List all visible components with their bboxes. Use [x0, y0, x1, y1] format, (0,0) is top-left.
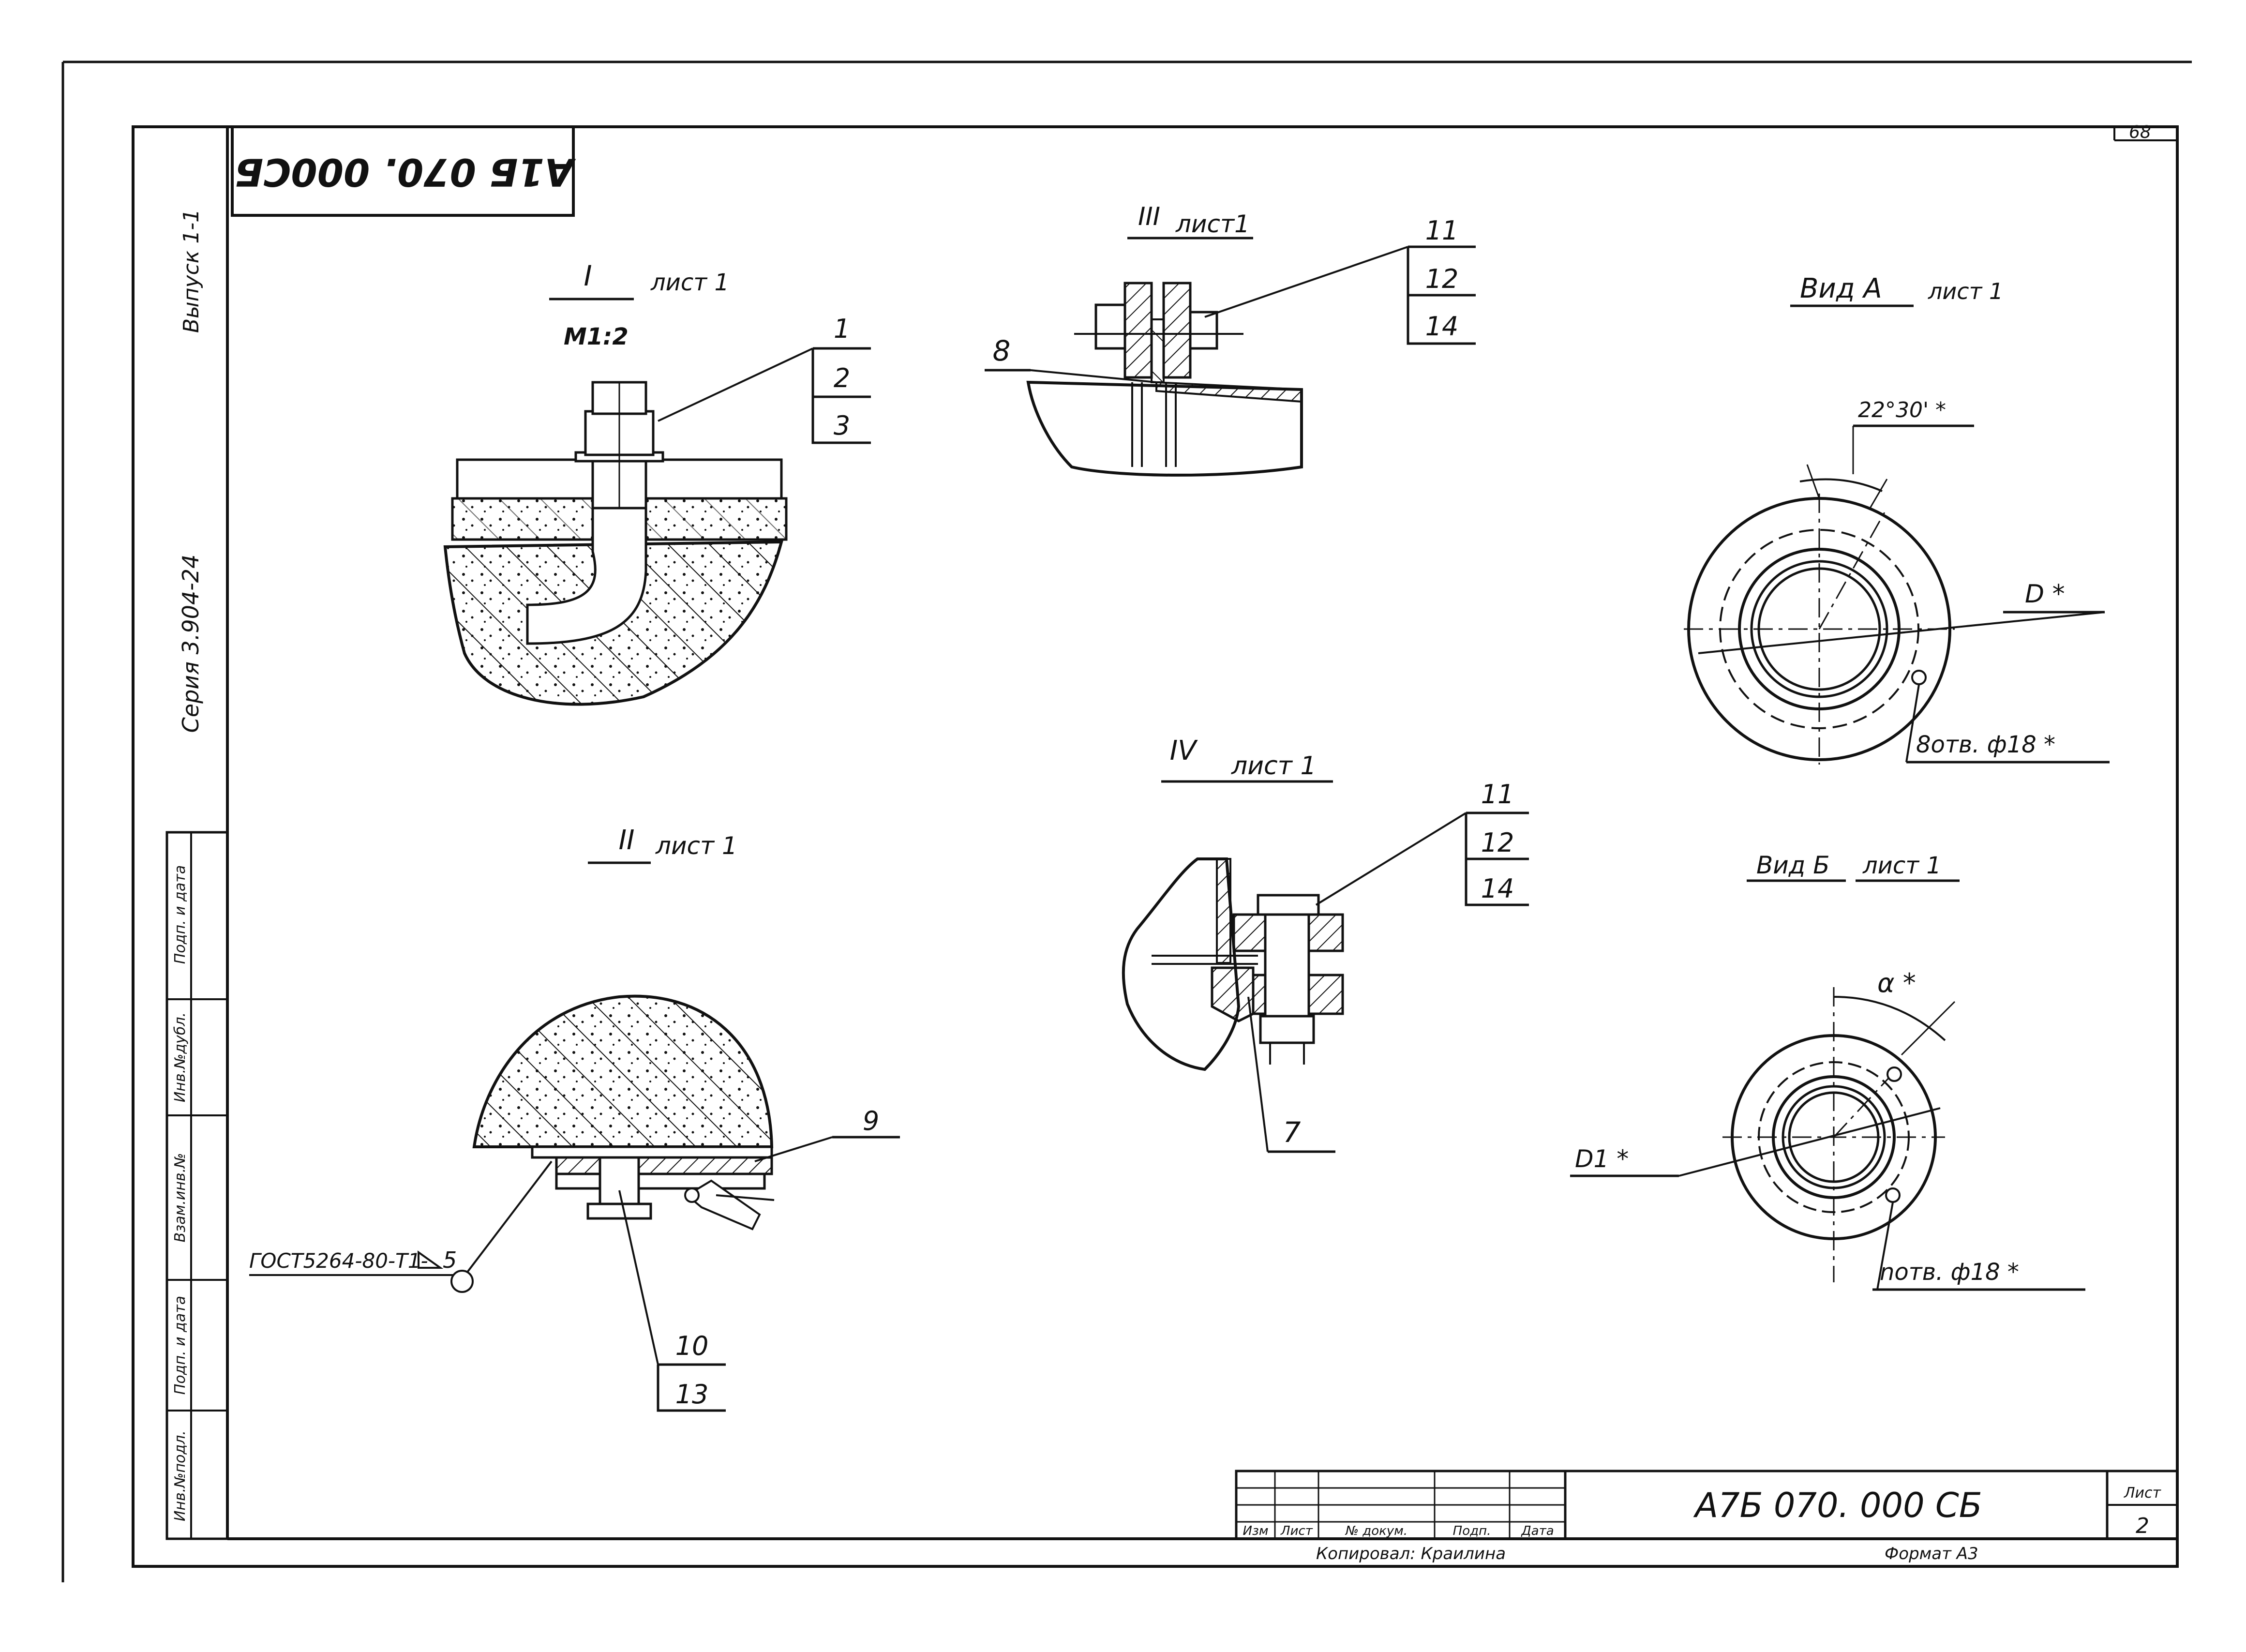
view-2: II лист 1 9 10 13 ГОСТ5264-80-Т1- 5 [249, 825, 900, 1412]
viewA-title: Вид А [1800, 273, 1882, 304]
viewA-holes: 8отв. ф18 * [1916, 731, 2055, 758]
stamp-label-1: Подп. и дата [172, 1296, 189, 1395]
view2-callout-13: 13 [675, 1379, 709, 1410]
top-stamp: А1Б 070. 000СБ [231, 127, 576, 217]
view1-numeral: I [584, 259, 592, 292]
view3-numeral: III [1138, 202, 1160, 231]
view-1: I лист 1 М1:2 1 2 3 [443, 259, 871, 706]
view2-gost: ГОСТ5264-80-Т1- [249, 1249, 428, 1273]
tb-header-doc: № докум. [1345, 1524, 1407, 1538]
view1-scale: М1:2 [564, 323, 629, 350]
stamp-label-2: Взам.инв.№ [172, 1153, 189, 1243]
view1-callout-1: 1 [834, 314, 850, 344]
tb-copied-by: Копировал: Краилина [1316, 1544, 1506, 1563]
view3-callout-8: 8 [993, 334, 1011, 367]
tb-header-podp: Подп. [1453, 1524, 1491, 1538]
view2-callout-9: 9 [863, 1106, 879, 1136]
view1-callout-3: 3 [834, 410, 850, 441]
view1-callout-2: 2 [834, 363, 850, 393]
tb-header-list: Лист [1280, 1524, 1313, 1538]
view-a: Вид А лист 1 22°30' * D * 8отв. ф18 * [1684, 273, 2110, 765]
view2-callout-10: 10 [675, 1331, 709, 1361]
view3-callout-11: 11 [1425, 215, 1459, 246]
viewA-diameter: D * [2025, 580, 2065, 609]
tb-sheet-number: 2 [2136, 1514, 2149, 1538]
view3-callout-12: 12 [1425, 264, 1459, 294]
view-b: Вид Б лист 1 α * D1 * nотв. ф18 * [1570, 851, 2085, 1291]
viewA-label: лист 1 [1928, 278, 2003, 304]
view2-numeral: II [618, 825, 634, 856]
left-stamp-column: Инв.№подл. Подп. и дата Взам.инв.№ Инв.№… [165, 831, 229, 1540]
top-stamp-text: А1Б 070. 000СБ [235, 150, 576, 194]
tb-format: Формат А3 [1885, 1544, 1978, 1563]
view-4: IV лист 1 11 12 14 7 [1122, 735, 1529, 1153]
title-block: Изм Лист № докум. Подп. Дата А7Б 070. 00… [1235, 1470, 2179, 1563]
view1-label: лист 1 [650, 269, 729, 296]
viewB-angle: α * [1877, 968, 1916, 998]
view4-callout-12: 12 [1481, 827, 1514, 858]
view2-weld-leg: 5 [443, 1247, 457, 1273]
viewB-title: Вид Б [1756, 851, 1830, 879]
view4-numeral: IV [1170, 735, 1198, 766]
view-3: III лист1 8 11 12 14 [985, 202, 1476, 477]
stamp-label-0: Инв.№подл. [172, 1430, 189, 1521]
viewB-label: лист 1 [1862, 852, 1941, 879]
viewB-holes: nотв. ф18 * [1880, 1259, 2019, 1286]
view4-callout-7: 7 [1283, 1116, 1301, 1149]
tb-designation: А7Б 070. 000 СБ [1693, 1486, 1982, 1525]
vypusk-text: Выпуск 1-1 [179, 209, 204, 333]
tb-sheet-label: Лист [2124, 1485, 2162, 1502]
tb-header-data: Дата [1521, 1524, 1554, 1538]
view4-callout-14: 14 [1481, 873, 1514, 904]
view2-label: лист 1 [655, 832, 737, 860]
view3-label: лист1 [1175, 210, 1250, 238]
stamp-label-3: Инв.№дубл. [172, 1012, 189, 1102]
stamp-label-4: Подп. и дата [172, 865, 189, 964]
view4-label: лист 1 [1231, 751, 1317, 781]
view3-callout-14: 14 [1425, 311, 1459, 342]
viewA-angle: 22°30' * [1858, 398, 1946, 422]
seria-text: Серия 3.904-24 [178, 555, 204, 733]
viewB-diameter: D1 * [1575, 1145, 1629, 1173]
view4-callout-11: 11 [1481, 779, 1514, 810]
page-number: 68 [2129, 122, 2151, 142]
tb-header-izm: Изм [1243, 1524, 1269, 1538]
